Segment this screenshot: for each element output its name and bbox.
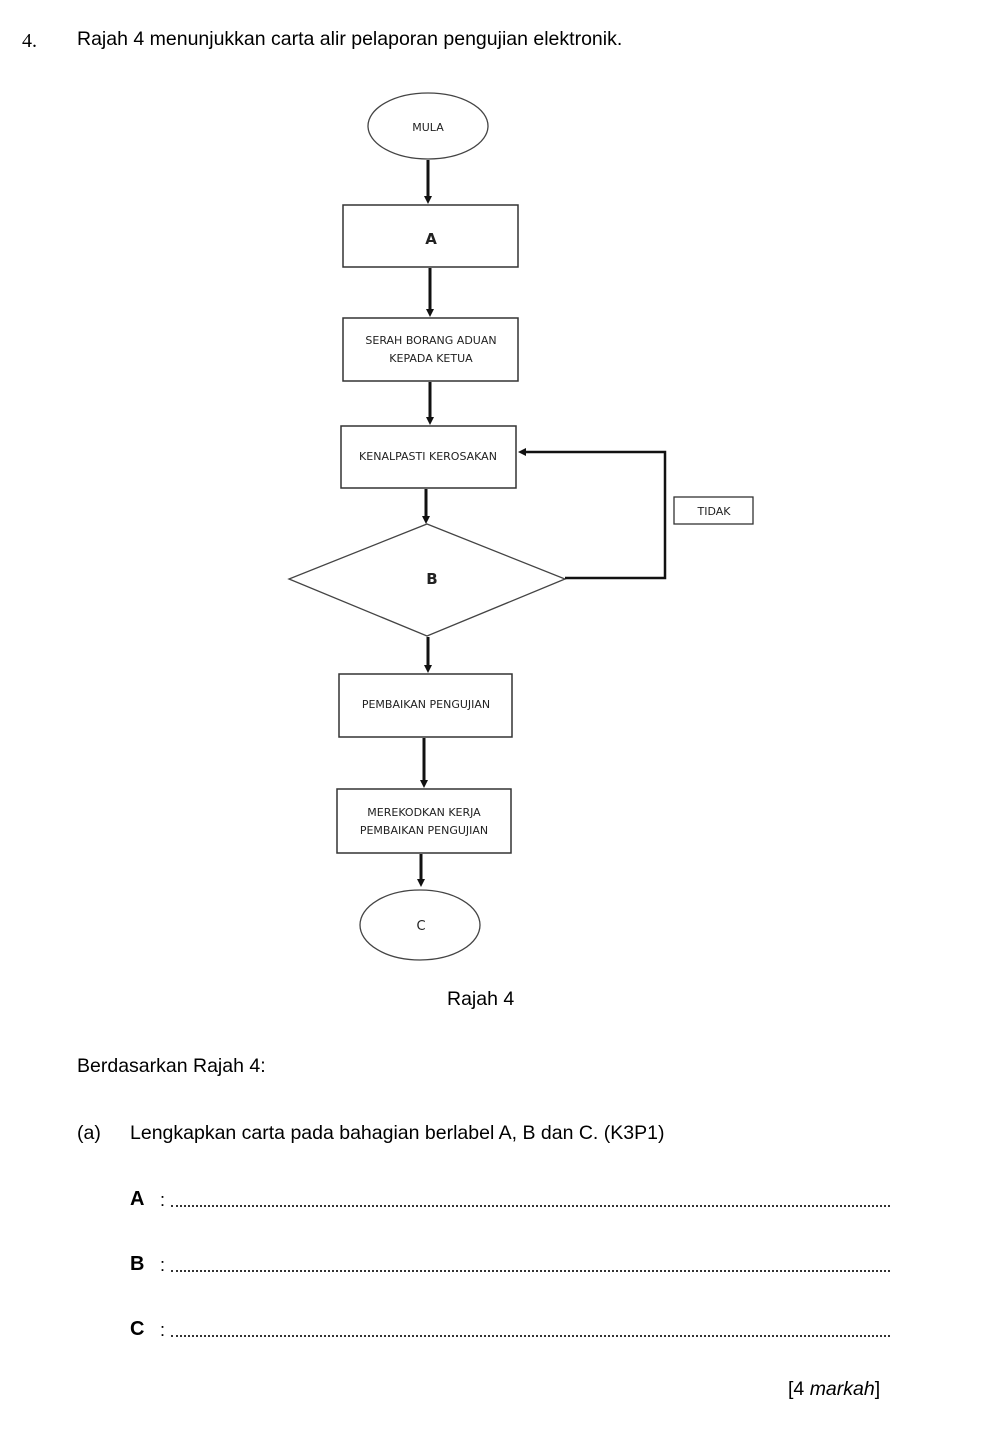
part-a-text: Lengkapkan carta pada bahagian berlabel …	[130, 1122, 665, 1144]
decision-b: B	[287, 523, 567, 637]
intro-text: Berdasarkan Rajah 4:	[77, 1055, 266, 1077]
submit-line-2: KEPADA KETUA	[389, 352, 473, 365]
answer-line-b[interactable]	[171, 1269, 890, 1272]
marks-open: [4	[788, 1378, 810, 1400]
answer-letter-b: B	[130, 1253, 145, 1275]
process-record: MEREKODKAN KERJA PEMBAIKAN PENGUJIAN	[336, 788, 512, 854]
answer-colon: :	[160, 1190, 166, 1210]
question-text: Rajah 4 menunjukkan carta alir pelaporan…	[77, 28, 623, 50]
marks-close: ]	[874, 1378, 881, 1400]
answer-row-c: C :	[130, 1317, 890, 1341]
part-a-label: (a)	[77, 1122, 101, 1144]
marks-word: markah	[809, 1378, 875, 1400]
answer-colon: :	[160, 1320, 166, 1340]
record-line-1: MEREKODKAN KERJA	[367, 806, 481, 819]
answer-letter-c: C	[130, 1318, 145, 1340]
start-terminal: MULA	[367, 92, 489, 160]
repair-label: PEMBAIKAN PENGUJIAN	[362, 698, 490, 711]
answer-row-a: A :	[130, 1187, 890, 1211]
loop-label-box: TIDAK	[673, 496, 754, 525]
answer-letter-a: A	[130, 1188, 145, 1210]
process-repair: PEMBAIKAN PENGUJIAN	[338, 673, 513, 738]
end-label: C	[416, 919, 425, 934]
process-a: A	[342, 204, 519, 268]
question-number: 4.	[22, 30, 37, 52]
decision-b-label: B	[426, 570, 437, 588]
loop-back-arrow	[518, 448, 667, 580]
flowchart-diagram: MULA A SERAH BORANG ADUAN KEPADA KETUA K…	[287, 92, 754, 961]
figure-caption: Rajah 4	[447, 988, 515, 1010]
answer-colon: :	[160, 1255, 166, 1275]
end-terminal: C	[359, 889, 481, 961]
answer-line-a[interactable]	[171, 1204, 890, 1207]
answer-row-b: B :	[130, 1252, 890, 1276]
process-identify-fault: KENALPASTI KEROSAKAN	[340, 425, 517, 489]
marks-allocation: [4 markah]	[788, 1378, 880, 1401]
start-label: MULA	[412, 121, 444, 134]
identify-label: KENALPASTI KEROSAKAN	[359, 450, 497, 463]
submit-line-1: SERAH BORANG ADUAN	[365, 334, 496, 347]
record-line-2: PEMBAIKAN PENGUJIAN	[360, 824, 488, 837]
loop-label: TIDAK	[697, 505, 732, 518]
process-a-label: A	[425, 230, 437, 248]
process-submit-form: SERAH BORANG ADUAN KEPADA KETUA	[342, 317, 519, 382]
answer-line-c[interactable]	[171, 1334, 890, 1337]
